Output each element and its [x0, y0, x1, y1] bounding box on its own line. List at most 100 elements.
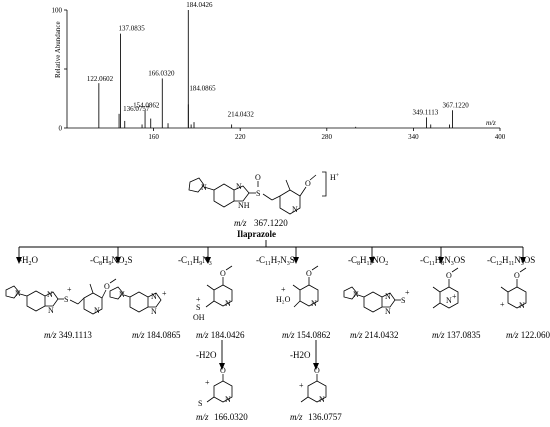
- bond: [299, 186, 307, 197]
- methyl-bond: [500, 286, 509, 293]
- fragment-mz: m/z 154.0862: [282, 330, 331, 340]
- plus-label: +: [299, 381, 304, 390]
- branches: [16, 247, 526, 264]
- o-label: O: [314, 366, 320, 375]
- methyl-bond: [300, 396, 309, 403]
- fragment-mz: m/z 137.0835: [432, 330, 481, 340]
- bond: [225, 265, 233, 271]
- fragment-137: N + O: [432, 267, 459, 309]
- mz-166-prefix: m/z: [196, 412, 209, 422]
- fragment-349: N N N S + N O: [5, 278, 117, 315]
- benzene-ring: [213, 183, 235, 208]
- peak-labels: 122.0602136.0757137.0835154.0862166.0320…: [87, 1, 469, 118]
- bond: [205, 300, 215, 308]
- n-label: N: [47, 290, 53, 299]
- peak-label: 136.0757: [123, 105, 150, 113]
- fragment-mz: m/z 214.0432: [350, 330, 399, 340]
- peak-label: 184.0865: [189, 84, 216, 92]
- o-label: O: [220, 269, 226, 278]
- pyrrole-ring: [5, 285, 20, 299]
- y-tick-label: 100: [52, 7, 63, 15]
- fragment-mz: m/z 122.0602: [506, 330, 550, 340]
- bond: [519, 267, 527, 273]
- x-tick-label: 160: [148, 133, 159, 141]
- bond: [451, 267, 459, 273]
- arrowhead: [293, 257, 299, 264]
- loss-label: -C8H11NO2: [348, 255, 388, 267]
- second-generation: -H2O -H2O N O S + N O + m/z 166.0320 m/z…: [196, 340, 342, 422]
- n-label: N: [119, 290, 125, 299]
- plus-label: +: [196, 295, 201, 304]
- charge-bracket: [322, 171, 327, 197]
- s-label: S: [198, 399, 202, 408]
- arrowhead: [313, 363, 319, 370]
- methyl-bond: [432, 286, 441, 293]
- parent-mz-value: 367.1220: [254, 218, 288, 228]
- fragment-mz: m/z 349.1113: [44, 330, 92, 340]
- peak-label: 367.1220: [443, 101, 470, 109]
- peak-label: 349.1113: [413, 108, 439, 116]
- imidazole-nh-label: NH: [238, 201, 250, 210]
- plus-label: +: [162, 289, 167, 298]
- pyrrole-ring: [109, 286, 124, 300]
- methyl-bond: [432, 302, 441, 309]
- n-label: N: [151, 307, 157, 316]
- x-axis-label: m/z: [486, 119, 496, 127]
- n-label: N: [385, 307, 391, 316]
- bond: [109, 278, 117, 284]
- bond: [357, 294, 365, 298]
- loss-label: -C12H11N3OS: [487, 255, 535, 267]
- n-label: N: [225, 299, 231, 308]
- pyridine-n-label: N: [292, 205, 298, 214]
- bond: [311, 265, 319, 271]
- fragment-mz: m/z 184.0426: [196, 330, 245, 340]
- bond: [292, 284, 301, 291]
- arrowhead: [16, 257, 22, 264]
- sulfoxide-o-label: O: [255, 173, 261, 182]
- o-label: O: [306, 269, 312, 278]
- loss-label: -C11H9N3: [178, 255, 212, 267]
- o-label: O: [514, 271, 520, 280]
- methyl-bond: [293, 300, 301, 308]
- bond: [206, 396, 215, 403]
- bond: [262, 193, 273, 201]
- x-tick-label: 340: [408, 133, 419, 141]
- methyl-bond: [206, 284, 215, 291]
- bond: [271, 195, 281, 201]
- arrowhead: [438, 257, 444, 264]
- bond: [123, 294, 131, 298]
- arrowhead: [520, 257, 526, 264]
- methyl-bond: [285, 179, 291, 191]
- arrowhead: [205, 257, 211, 264]
- arrowhead: [219, 363, 225, 370]
- bond: [77, 297, 85, 305]
- peak-label: 122.0602: [87, 75, 114, 83]
- peak-label: 154.0862: [133, 101, 160, 109]
- s-label: S: [196, 303, 200, 312]
- pyrrole-ring: [188, 177, 205, 193]
- plus-label: +: [281, 285, 286, 294]
- methyl-bond: [89, 283, 94, 294]
- o-label: O: [104, 282, 110, 291]
- parent-mz-prefix: m/z: [234, 218, 247, 228]
- o-label: O: [446, 271, 452, 280]
- imidazole-ring: [147, 292, 162, 308]
- plus-label: +: [405, 288, 410, 297]
- fragmentation-tree: -H2O-C8H9NO2S-C11H9N3-C11H7N3S-C8H11NO2-…: [16, 240, 535, 267]
- y-tick-label: 0: [59, 125, 63, 133]
- loss-label: -C11H8N3OS: [420, 255, 465, 267]
- h2o-label: H₂O: [276, 295, 291, 304]
- n-label: N: [353, 290, 359, 299]
- peak-label: 166.0320: [148, 69, 175, 77]
- n-label: N: [48, 306, 54, 315]
- loss-label: -H2O: [19, 255, 39, 267]
- imidazole-n-label: N: [236, 182, 242, 191]
- peak-label: 184.0426: [186, 1, 213, 9]
- bond: [203, 186, 215, 191]
- fragment-136: N O +: [299, 366, 327, 404]
- mz-166-value: 166.0320: [214, 412, 248, 422]
- pyrrole-n-label: N: [201, 183, 207, 192]
